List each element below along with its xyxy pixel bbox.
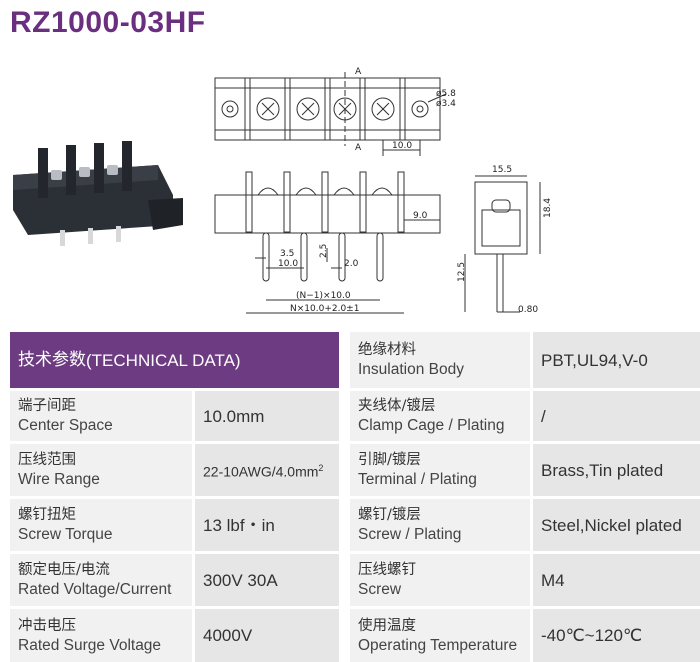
label-surge-voltage: 冲击电压 Rated Surge Voltage	[10, 609, 192, 662]
label-en: Clamp Cage / Plating	[358, 417, 505, 434]
dim-pin-pitch: 10.0	[278, 259, 298, 269]
value-text: PBT,UL94,V-0	[541, 350, 648, 370]
wire-range-sup: 2	[318, 462, 324, 473]
product-title: RZ1000-03HF	[10, 6, 206, 39]
label-rated-voltage: 额定电压/电流 Rated Voltage/Current	[10, 554, 192, 606]
label-clamp-cage: 夹线体/镀层 Clamp Cage / Plating	[350, 391, 530, 441]
dim-side-offset: 9.0	[413, 211, 428, 221]
dim-pin-len: 12.5	[457, 262, 467, 282]
dim-pin-gap: 3.5	[280, 249, 294, 259]
dim-hole-d1: ø5.8	[436, 89, 456, 99]
value-text: Steel,Nickel plated	[541, 515, 682, 535]
value-screw-torque: 13 lbf・in	[195, 499, 339, 551]
value-wire-range: 22-10AWG/4.0mm2	[195, 444, 339, 496]
label-wire-range: 压线范围 Wire Range	[10, 444, 192, 496]
label-insulation-body: 绝缘材料 Insulation Body	[350, 332, 530, 388]
label-en: Operating Temperature	[358, 636, 518, 654]
label-operating-temp: 使用温度 Operating Temperature	[350, 609, 530, 662]
label-en: Rated Surge Voltage	[18, 636, 162, 654]
label-screw: 压线螺钉 Screw	[350, 554, 530, 606]
wire-range-value: 22-10AWG/4.0mm	[203, 463, 319, 480]
value-surge-voltage: 4000V	[195, 609, 339, 662]
label-en: Center Space	[18, 417, 113, 434]
value-text: -40℃~120℃	[541, 626, 643, 645]
value-rated-voltage: 300V 30A	[195, 554, 339, 606]
label-terminal-plating: 引脚/镀层 Terminal / Plating	[350, 444, 530, 496]
label-cn: 额定电压/电流	[18, 562, 110, 578]
label-cn: 使用温度	[358, 617, 416, 634]
label-en: Screw	[358, 581, 402, 598]
label-cn: 冲击电压	[18, 617, 76, 634]
label-en: Screw / Plating	[358, 526, 462, 543]
dim-top-pitch: 10.0	[392, 141, 412, 151]
technical-data-table: 技术参数(TECHNICAL DATA) 端子间距 Center Space 1…	[10, 332, 700, 662]
dim-pin-off2: 2.0	[344, 259, 359, 269]
label-en: Terminal / Plating	[358, 471, 477, 488]
label-cn: 螺钉/镀层	[358, 507, 421, 523]
label-en: Screw Torque	[18, 526, 113, 543]
dim-pin-off1: 2.5	[319, 244, 329, 258]
label-screw-plating: 螺钉/镀层 Screw / Plating	[350, 499, 530, 551]
value-screw: M4	[533, 554, 700, 606]
value-operating-temp: -40℃~120℃	[533, 609, 700, 662]
table-header: 技术参数(TECHNICAL DATA)	[10, 332, 339, 388]
dim-end-width: 15.5	[492, 165, 512, 175]
label-cn: 夹线体/镀层	[358, 398, 436, 414]
product-photo	[13, 141, 183, 246]
dim-hole-d2: ø3.4	[436, 99, 456, 109]
technical-drawing: A A 10.0 ø5.8 ø3.4 9.0 3.5 10.0 2.5 2.0 …	[214, 67, 553, 315]
label-en: Insulation Body	[358, 361, 464, 378]
label-cn: 端子间距	[18, 398, 76, 414]
value-text: 4000V	[203, 626, 253, 645]
section-mark-top: A	[355, 67, 362, 77]
label-cn: 压线范围	[18, 452, 76, 468]
dim-span-n: (N−1)×10.0	[296, 291, 351, 301]
section-mark-bottom: A	[355, 143, 362, 153]
value-clamp-cage: /	[533, 391, 700, 441]
value-text: 22-10AWG/4.0mm2	[203, 459, 339, 482]
header-cn: 技术参数	[18, 349, 86, 370]
value-screw-plating: Steel,Nickel plated	[533, 499, 700, 551]
label-cn: 引脚/镀层	[358, 452, 421, 468]
dim-pin-thick: 0.80	[518, 305, 538, 315]
dim-total-len: N×10.0+2.0±1	[290, 304, 359, 314]
value-text: /	[541, 406, 546, 426]
label-cn: 压线螺钉	[358, 562, 416, 578]
value-text: 300V 30A	[203, 570, 278, 590]
label-center-space: 端子间距 Center Space	[10, 391, 192, 441]
label-cn: 绝缘材料	[358, 342, 416, 358]
value-text: Brass,Tin plated	[541, 460, 664, 480]
value-insulation-body: PBT,UL94,V-0	[533, 332, 700, 388]
value-terminal-plating: Brass,Tin plated	[533, 444, 700, 496]
label-en: Wire Range	[18, 471, 100, 488]
value-text: 13 lbf・in	[203, 515, 275, 535]
header-en: (TECHNICAL DATA)	[86, 350, 241, 370]
label-en: Rated Voltage/Current	[18, 581, 172, 598]
value-text: 10.0mm	[203, 406, 265, 426]
label-cn: 螺钉扭矩	[18, 507, 76, 523]
label-screw-torque: 螺钉扭矩 Screw Torque	[10, 499, 192, 551]
value-center-space: 10.0mm	[195, 391, 339, 441]
dim-end-height: 18.4	[543, 198, 553, 218]
value-text: M4	[541, 570, 565, 590]
